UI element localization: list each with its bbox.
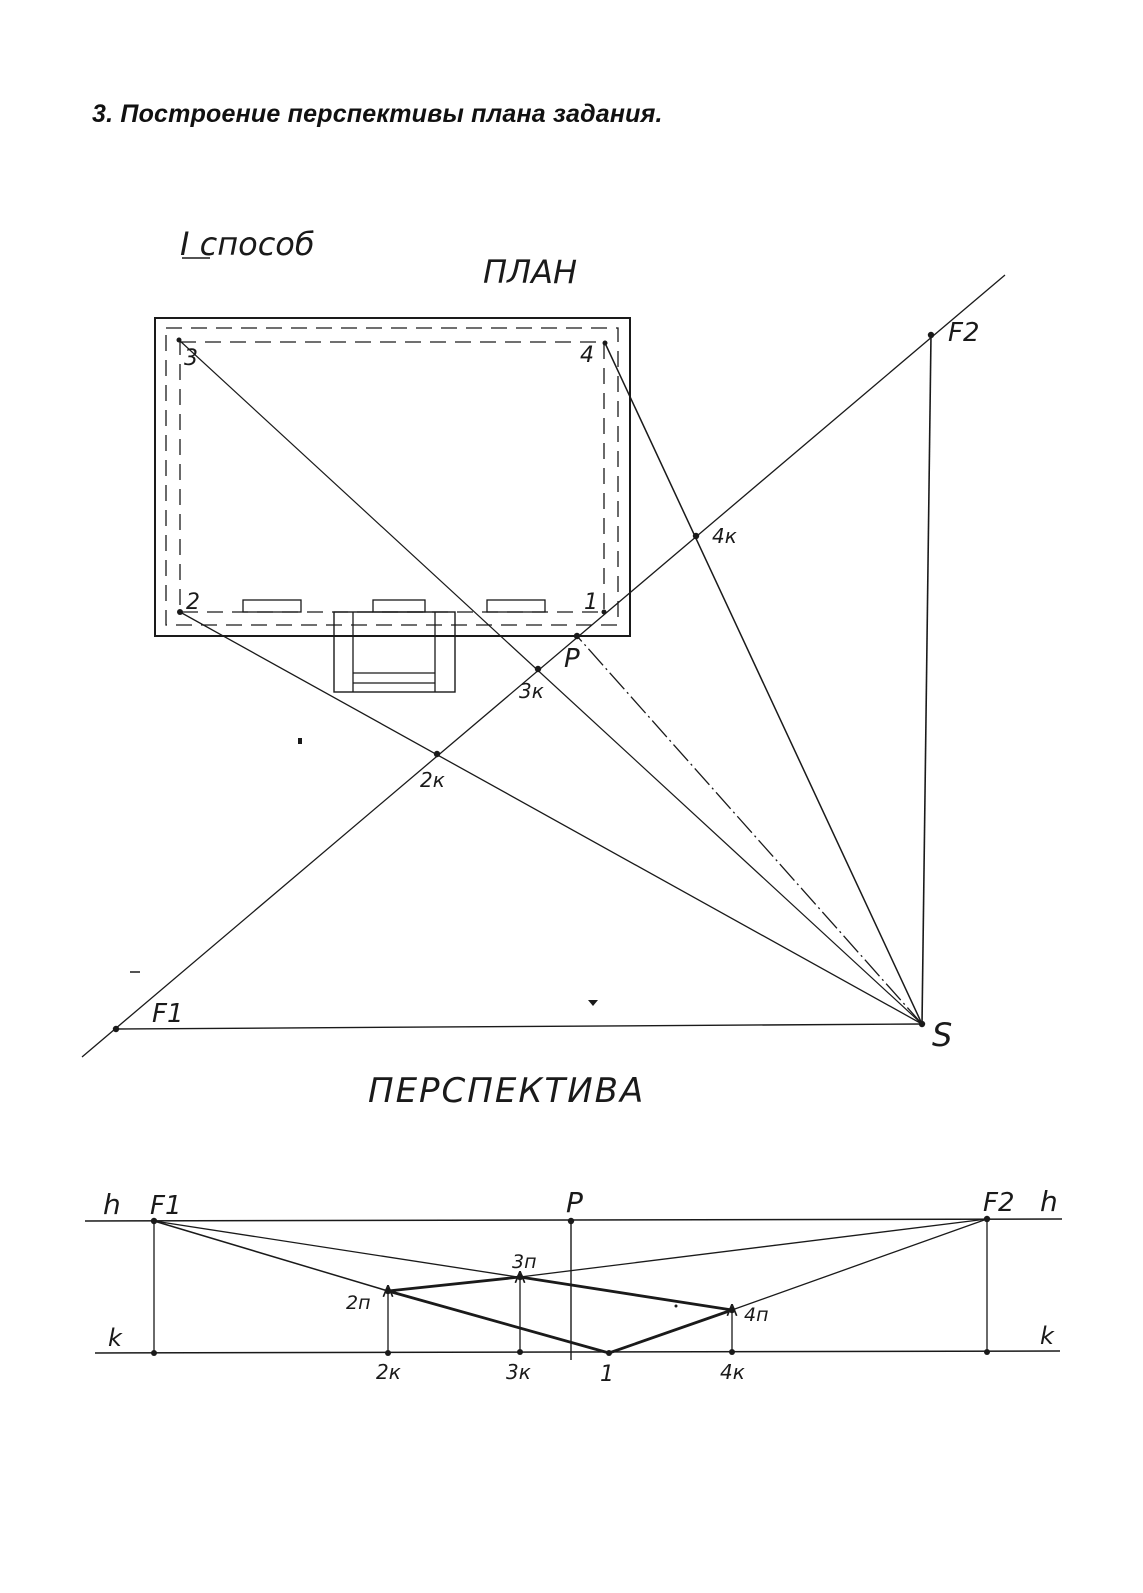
vanish-4p-f1-arrow bbox=[362, 1253, 401, 1260]
plan-dashed-inner-wall bbox=[179, 341, 605, 613]
label-persp-3k: 3к bbox=[506, 1360, 531, 1384]
label-persp-4p: 4п bbox=[744, 1304, 769, 1326]
scan-specks bbox=[130, 738, 598, 1006]
label-plan-3k: 3к bbox=[519, 679, 544, 703]
label-plan-p: P bbox=[564, 644, 580, 674]
label-corner-3: 3 bbox=[184, 346, 198, 371]
plan-s-f2-line bbox=[921, 334, 932, 1025]
method-label: I способ bbox=[180, 225, 315, 263]
plan-window bbox=[486, 599, 546, 613]
label-persp-2k: 2к bbox=[376, 1360, 401, 1384]
plan-title: ПЛАН bbox=[483, 253, 577, 291]
principal-ray-p bbox=[576, 635, 923, 1025]
label-plan-f1: F1 bbox=[152, 999, 184, 1029]
label-persp-1: 1 bbox=[600, 1362, 614, 1387]
vanish-2p-f1 bbox=[153, 1220, 389, 1292]
plan-outer-wall bbox=[154, 317, 631, 637]
visual-ray-2 bbox=[179, 611, 923, 1025]
plan-dashed-wall bbox=[165, 327, 619, 626]
perspective-plan-outline bbox=[386, 1275, 734, 1355]
picture-plane-trace bbox=[81, 274, 1006, 1058]
label-plan-2k: 2к bbox=[420, 768, 445, 792]
label-h-right: h bbox=[1040, 1185, 1058, 1218]
vanish-2p-f1-arrow bbox=[244, 1248, 301, 1266]
plan-view: I способ ПЛАН 3 4 2 1 P 3к 2к 4к F1 F2 S bbox=[81, 225, 1006, 1058]
label-k-left: k bbox=[108, 1324, 123, 1352]
vanish-3p-f2-arrow bbox=[734, 1245, 775, 1251]
label-persp-f2: F2 bbox=[983, 1188, 1015, 1218]
plan-f1-s-line bbox=[115, 1023, 923, 1030]
label-persp-4k: 4к bbox=[720, 1360, 745, 1384]
plan-entrance-porch bbox=[333, 611, 456, 693]
label-plan-f2: F2 bbox=[948, 318, 980, 348]
plan-window bbox=[242, 599, 302, 613]
label-corner-1: 1 bbox=[584, 590, 598, 615]
visual-ray-3 bbox=[178, 339, 923, 1025]
label-plan-4k: 4к bbox=[712, 524, 737, 548]
plan-window bbox=[372, 599, 426, 613]
ground-line bbox=[94, 1350, 1061, 1354]
vanish-4p-f2-arrow bbox=[819, 1264, 862, 1280]
vanish-3p-f2 bbox=[519, 1218, 988, 1278]
visual-ray-4 bbox=[604, 342, 923, 1025]
label-k-right: k bbox=[1040, 1322, 1055, 1350]
label-corner-2: 2 bbox=[186, 590, 200, 615]
perspective-points bbox=[150, 1215, 991, 1356]
label-corner-4: 4 bbox=[580, 343, 594, 368]
page-heading: 3. Построение перспективы плана задания. bbox=[92, 100, 663, 128]
perspective-title: ПЕРСПЕКТИВА bbox=[368, 1071, 645, 1111]
label-persp-p: P bbox=[566, 1186, 583, 1219]
label-persp-3p: 3п bbox=[512, 1251, 537, 1273]
label-persp-2p: 2п bbox=[346, 1292, 371, 1314]
label-h-left: h bbox=[103, 1188, 121, 1221]
label-plan-s: S bbox=[932, 1016, 952, 1054]
label-persp-f1: F1 bbox=[150, 1191, 182, 1221]
plan-points bbox=[112, 331, 935, 1033]
vanish-4p-f2 bbox=[731, 1218, 988, 1311]
perspective-view: ПЕРСПЕКТИВА bbox=[84, 1071, 1063, 1387]
